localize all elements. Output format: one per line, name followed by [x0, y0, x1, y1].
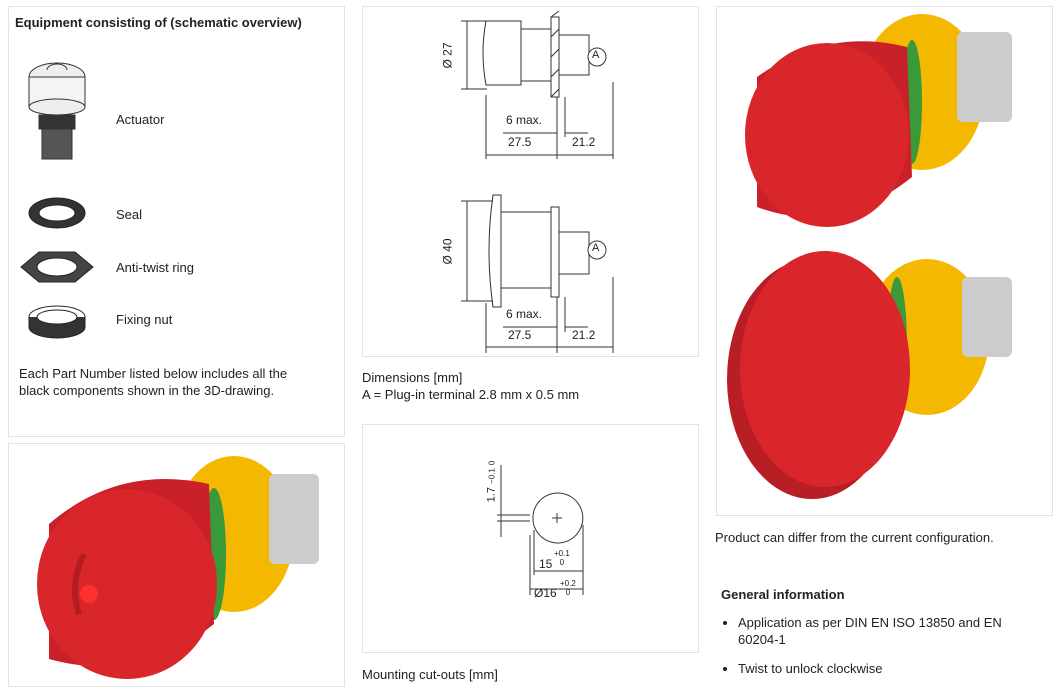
- equipment-icons: [20, 62, 94, 339]
- product-large-cap: [727, 251, 1012, 499]
- item-fixing-nut: Fixing nut: [116, 312, 173, 327]
- general-info-title: General information: [721, 587, 845, 602]
- width-tol-top: +0.1: [554, 549, 570, 558]
- equipment-note: Each Part Number listed below includes a…: [19, 366, 288, 398]
- equipment-panel: Equipment consisting of (schematic overv…: [8, 6, 345, 437]
- dim-len2-1: 21.2: [572, 135, 596, 149]
- item-actuator: Actuator: [116, 112, 165, 127]
- general-info-item: Application as per DIN EN ISO 13850 and …: [738, 614, 1038, 648]
- terminal-label-2: A: [592, 242, 600, 254]
- product-image-panel: [716, 6, 1053, 516]
- item-anti-twist-ring: Anti-twist ring: [116, 260, 195, 275]
- dimensions-drawing-panel: A A Ø 27 Ø 40 6 max. 27.5 21.2 6 max. 27…: [362, 6, 699, 357]
- cutout-caption: Mounting cut-outs [mm]: [362, 667, 498, 682]
- dim-diameter-40: Ø 40: [440, 238, 455, 265]
- dim-diameter-16: Ø16: [534, 585, 557, 602]
- width-value: 15: [539, 557, 553, 571]
- fixing-nut-icon: [28, 305, 86, 339]
- diameter-tol-top: +0.2: [560, 579, 576, 588]
- width-tol-bottom: 0: [559, 558, 565, 567]
- actuator-icon: [28, 62, 86, 160]
- dim-slot: 1.7 −0.1 0: [483, 461, 500, 503]
- general-info-list: Application as per DIN EN ISO 13850 and …: [718, 614, 1038, 689]
- seal-icon: [28, 197, 86, 229]
- dim-max-1: 6 max.: [506, 113, 543, 127]
- item-seal: Seal: [116, 207, 143, 222]
- product-caption: Product can differ from the current conf…: [715, 530, 994, 545]
- dim-width-15: 15: [539, 556, 552, 573]
- dim-max-2: 6 max.: [506, 307, 543, 321]
- terminal-caption: A = Plug-in terminal 2.8 mm x 0.5 mm: [362, 387, 580, 402]
- terminal-label-1: A: [592, 49, 600, 61]
- dimensions-caption: Dimensions [mm]: [362, 370, 463, 385]
- general-info-item: Twist to unlock clockwise: [738, 660, 1038, 677]
- dim-len1-1: 27.5: [508, 135, 532, 149]
- dim-len2-2: 21.2: [572, 328, 596, 342]
- product-image-illuminated: [8, 443, 345, 687]
- drawing-large-button: [461, 194, 614, 353]
- diameter-value: Ø16: [534, 586, 557, 600]
- dim-len1-2: 27.5: [508, 328, 532, 342]
- slot-tol-bottom: −0.1: [487, 468, 497, 484]
- slot-tol-top: 0: [487, 460, 497, 466]
- terminal-marker-a: [587, 47, 607, 67]
- product-small-cap: [745, 14, 1012, 227]
- anti-twist-ring-icon: [20, 251, 94, 283]
- slot-value: 1.7: [485, 487, 498, 503]
- drawing-small-button: [461, 10, 614, 159]
- diameter-tol-bottom: 0: [565, 588, 571, 597]
- dim-diameter-27: Ø 27: [440, 42, 455, 69]
- equipment-title: Equipment consisting of (schematic overv…: [15, 15, 302, 30]
